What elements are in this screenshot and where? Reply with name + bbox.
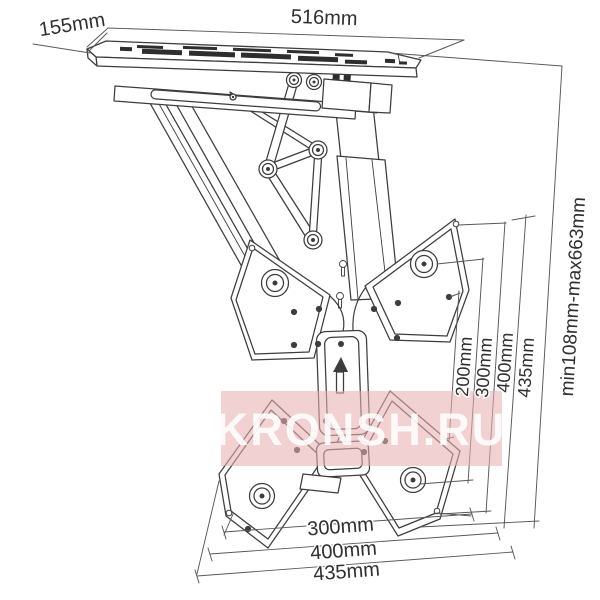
dim-label-top-width: 516mm: [290, 6, 357, 30]
watermark: KRONSH.RU: [216, 391, 507, 466]
plate-slots: [119, 45, 408, 65]
grommet: [248, 249, 439, 510]
dim-label-right-435: 435mm: [514, 337, 538, 398]
ceiling-plate: [86, 40, 422, 120]
dim-label-bottom-300: 300mm: [306, 514, 374, 541]
dim-label-right-400: 400mm: [493, 332, 517, 393]
watermark-text: KRONSH.RU: [216, 404, 507, 455]
dim-label-bottom-435: 435mm: [312, 559, 380, 586]
watermark-band: [221, 391, 502, 466]
dim-label-top-depth: 155mm: [37, 9, 106, 41]
dim-label-height-range: min108mm-max663mm: [557, 196, 590, 396]
dim-label-bottom-400: 400mm: [309, 538, 377, 565]
dim-label-right-300: 300mm: [472, 337, 496, 398]
pivot-roller: [258, 140, 328, 250]
vesa-bracket: [218, 218, 470, 549]
